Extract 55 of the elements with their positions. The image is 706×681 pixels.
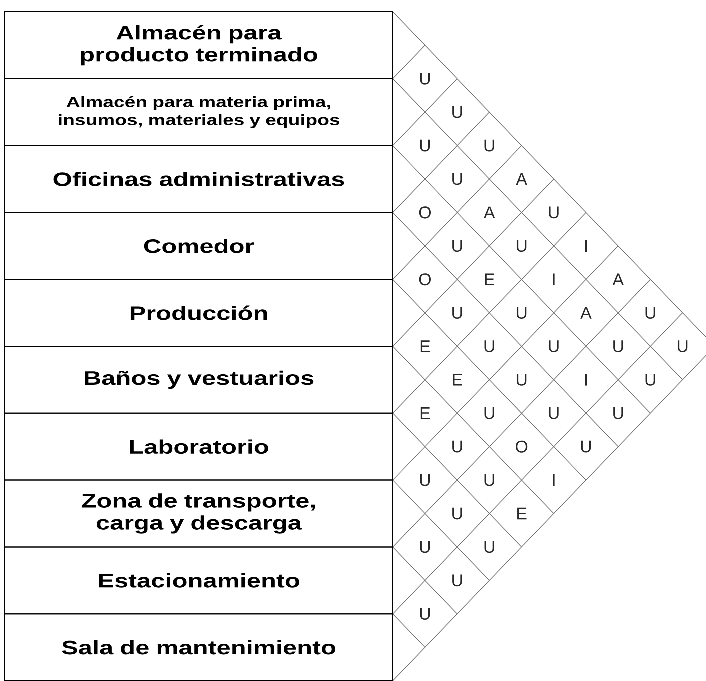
relationship-code: U bbox=[452, 240, 462, 252]
relationship-code: E bbox=[420, 340, 430, 352]
activity-box: Almacén para producto terminado bbox=[4, 12, 394, 80]
relationship-code: U bbox=[516, 307, 527, 319]
activity-box: Oficinas administrativas bbox=[4, 145, 394, 214]
activity-box: Comedor bbox=[4, 212, 394, 280]
relationship-code: A bbox=[580, 307, 592, 319]
relationship-code: U bbox=[452, 106, 462, 118]
relationship-code: U bbox=[678, 340, 688, 352]
relationship-code: U bbox=[549, 206, 559, 219]
relationship-code: U bbox=[452, 508, 462, 520]
relationship-code: I bbox=[585, 240, 587, 252]
relationship-code: A bbox=[612, 274, 624, 286]
relationship-code: U bbox=[549, 340, 559, 352]
relationship-code: E bbox=[420, 408, 430, 420]
relationship-code: E bbox=[485, 274, 495, 286]
activity-box: Producción bbox=[4, 279, 394, 347]
relationship-code: U bbox=[614, 340, 624, 352]
activity-box: Laboratorio bbox=[4, 412, 394, 481]
relationship-code: A bbox=[516, 173, 528, 186]
relationship-code: U bbox=[452, 307, 462, 319]
relationship-code: U bbox=[516, 374, 527, 386]
relationship-code: O bbox=[419, 274, 431, 286]
relationship-code: U bbox=[452, 173, 462, 186]
relationship-code: U bbox=[452, 440, 462, 453]
relationship-code: U bbox=[646, 307, 656, 319]
relationship-code: A bbox=[484, 206, 496, 219]
relationship-code: U bbox=[420, 140, 430, 152]
relationship-code: I bbox=[553, 474, 555, 486]
relationship-code: U bbox=[420, 72, 430, 85]
relationship-code: U bbox=[484, 474, 494, 486]
activity-box: Almacén para materia prima, insumos, materiales y equipos bbox=[4, 78, 394, 146]
relationship-code: E bbox=[453, 374, 462, 386]
relationship-code: E bbox=[518, 508, 527, 520]
relationship-code: I bbox=[553, 274, 555, 286]
relationship-code: U bbox=[420, 608, 430, 620]
relationship-code: U bbox=[516, 240, 527, 252]
relationship-code: U bbox=[420, 474, 430, 486]
relationship-code: U bbox=[484, 407, 494, 420]
relationship-code: O bbox=[419, 206, 431, 219]
relationship-code: U bbox=[614, 407, 624, 420]
relationship-code: U bbox=[549, 407, 559, 420]
activity-box: Estacionamiento bbox=[4, 546, 394, 615]
relationship-code: U bbox=[484, 340, 494, 352]
relationship-code: U bbox=[646, 374, 656, 386]
activity-box: Baños y vestuarios bbox=[4, 346, 394, 414]
relationship-code: U bbox=[484, 140, 494, 152]
activity-box: Sala de mantenimiento bbox=[4, 614, 394, 681]
relationship-code: U bbox=[581, 440, 592, 453]
activity-box: Zona de transporte, carga y descarga bbox=[4, 480, 394, 548]
relationship-code: U bbox=[420, 541, 430, 554]
relationship-code: U bbox=[484, 541, 494, 554]
relationship-code: O bbox=[516, 440, 528, 453]
relationship-code: U bbox=[452, 574, 462, 587]
relationship-code: I bbox=[585, 374, 587, 386]
